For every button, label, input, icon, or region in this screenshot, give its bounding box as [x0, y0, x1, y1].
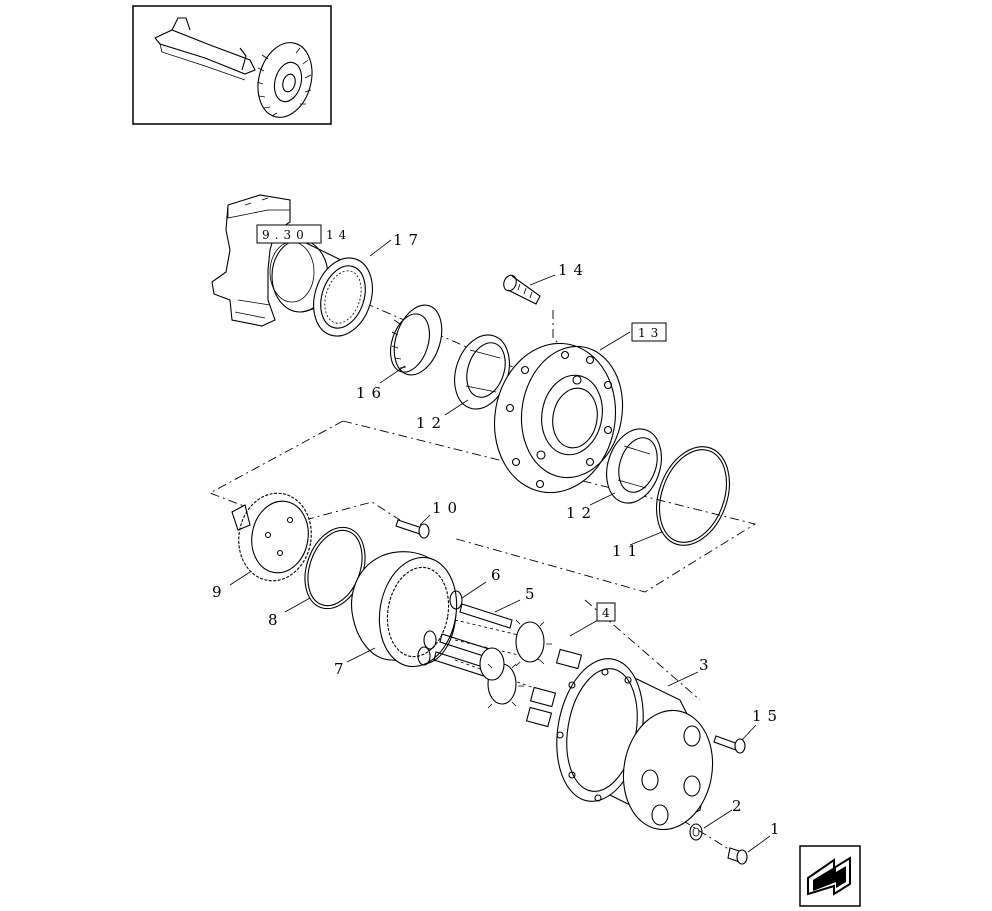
callout-9: 9 — [212, 583, 228, 601]
part-15-bolt[interactable] — [713, 735, 746, 754]
svg-text:9.30: 9.30 — [262, 228, 309, 242]
callout-12-lower: 12 — [566, 504, 597, 522]
part-16-bearing-cone[interactable] — [384, 299, 450, 381]
part-11-o-ring[interactable] — [644, 436, 743, 555]
callout-15: 15 — [752, 707, 783, 725]
svg-text:4: 4 — [602, 606, 615, 620]
next-page-arrow-icon — [807, 856, 851, 896]
part-17-seal[interactable] — [304, 250, 382, 343]
callout-16: 16 — [356, 384, 387, 402]
part-14-wheel-stud[interactable] — [502, 273, 541, 305]
part-6-circlips[interactable] — [417, 590, 463, 666]
callout-7: 7 — [334, 660, 350, 678]
callout-6: 6 — [491, 566, 507, 584]
callout-12-upper: 12 — [416, 414, 447, 432]
ref-box-4[interactable]: 4 — [596, 602, 616, 622]
part-13-wheel-hub[interactable] — [483, 334, 633, 503]
part-1-plug[interactable] — [727, 847, 748, 865]
svg-text:13: 13 — [638, 326, 663, 340]
ref-box-9-30[interactable]: 9.30 14 — [256, 224, 351, 244]
callout-10: 10 — [432, 499, 463, 517]
next-page-button[interactable] — [799, 845, 861, 907]
callout-labels: 17 14 16 12 12 11 10 9 8 7 6 5 3 15 2 1 — [212, 231, 786, 838]
callout-1: 1 — [770, 820, 786, 838]
callout-3: 3 — [699, 656, 715, 674]
ref-box-9-30-suffix: 14 — [326, 228, 351, 242]
steering-knuckle[interactable] — [211, 194, 347, 327]
part-10-bolt[interactable] — [395, 519, 430, 539]
part-5-planet-pins[interactable] — [433, 603, 583, 728]
part-3-planetary-housing[interactable] — [546, 652, 722, 837]
callout-14: 14 — [558, 261, 589, 279]
ref-box-13[interactable]: 13 — [631, 322, 667, 342]
leader-lines — [229, 239, 771, 853]
part-9-gear[interactable] — [231, 487, 318, 586]
callout-2: 2 — [732, 797, 748, 815]
tractor-axle-wheel-icon — [154, 17, 313, 118]
callout-8: 8 — [268, 611, 284, 629]
callout-11: 11 — [612, 542, 643, 560]
callout-5: 5 — [525, 585, 541, 603]
thumbnail-frame[interactable] — [132, 5, 332, 125]
callout-17: 17 — [393, 231, 424, 249]
part-2-washer[interactable] — [689, 823, 703, 841]
part-12-bearing-outer[interactable] — [598, 422, 671, 510]
part-7-ring-gear[interactable] — [350, 551, 465, 673]
